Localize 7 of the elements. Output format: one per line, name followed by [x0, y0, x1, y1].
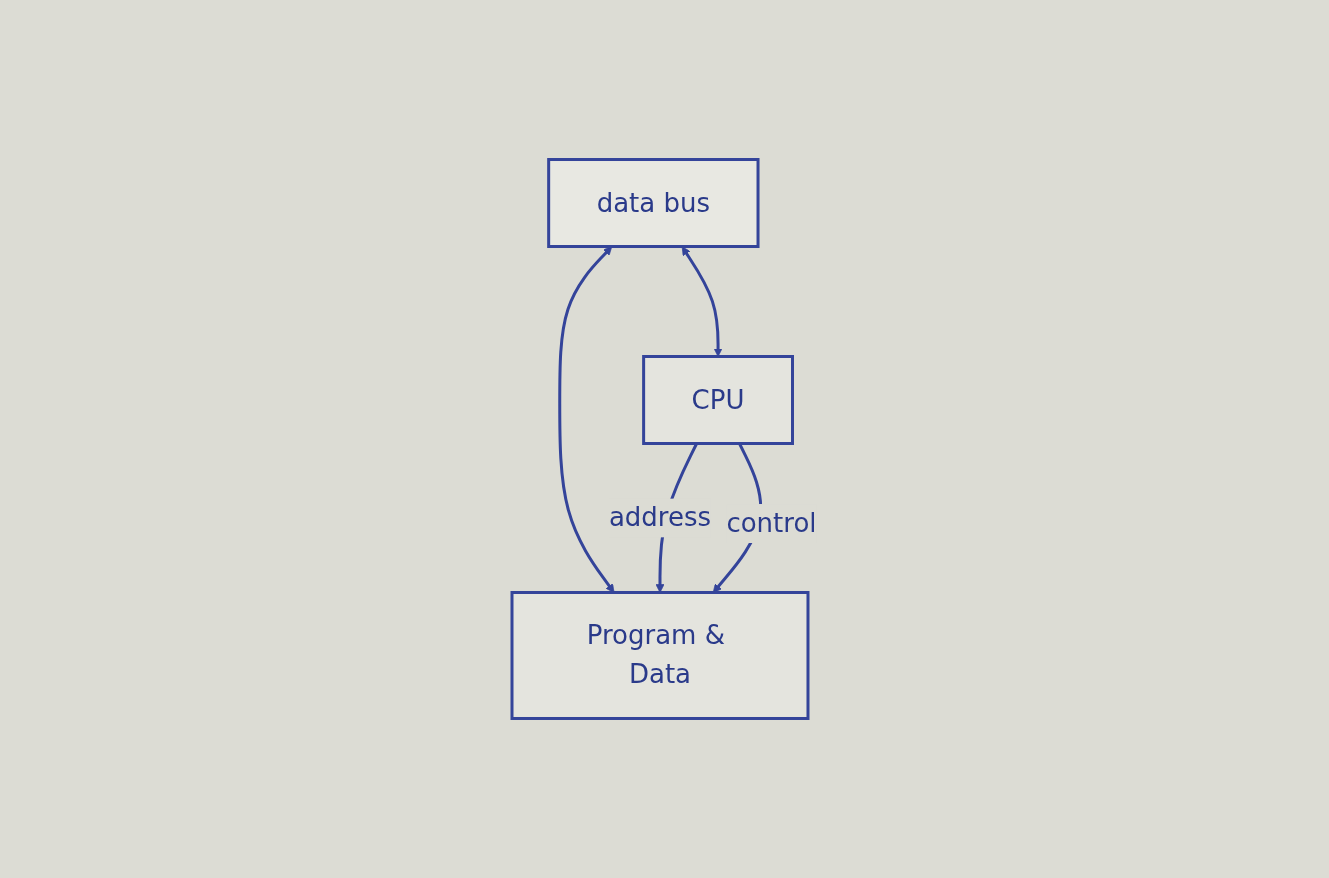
arrow — [682, 246, 723, 357]
arrow — [558, 246, 615, 593]
node-box: CPU — [642, 355, 795, 445]
node-box: Program & Data — [510, 591, 810, 720]
node-box: data bus — [547, 158, 760, 248]
edge-label: address — [609, 502, 712, 533]
edge-label: control — [726, 508, 817, 539]
